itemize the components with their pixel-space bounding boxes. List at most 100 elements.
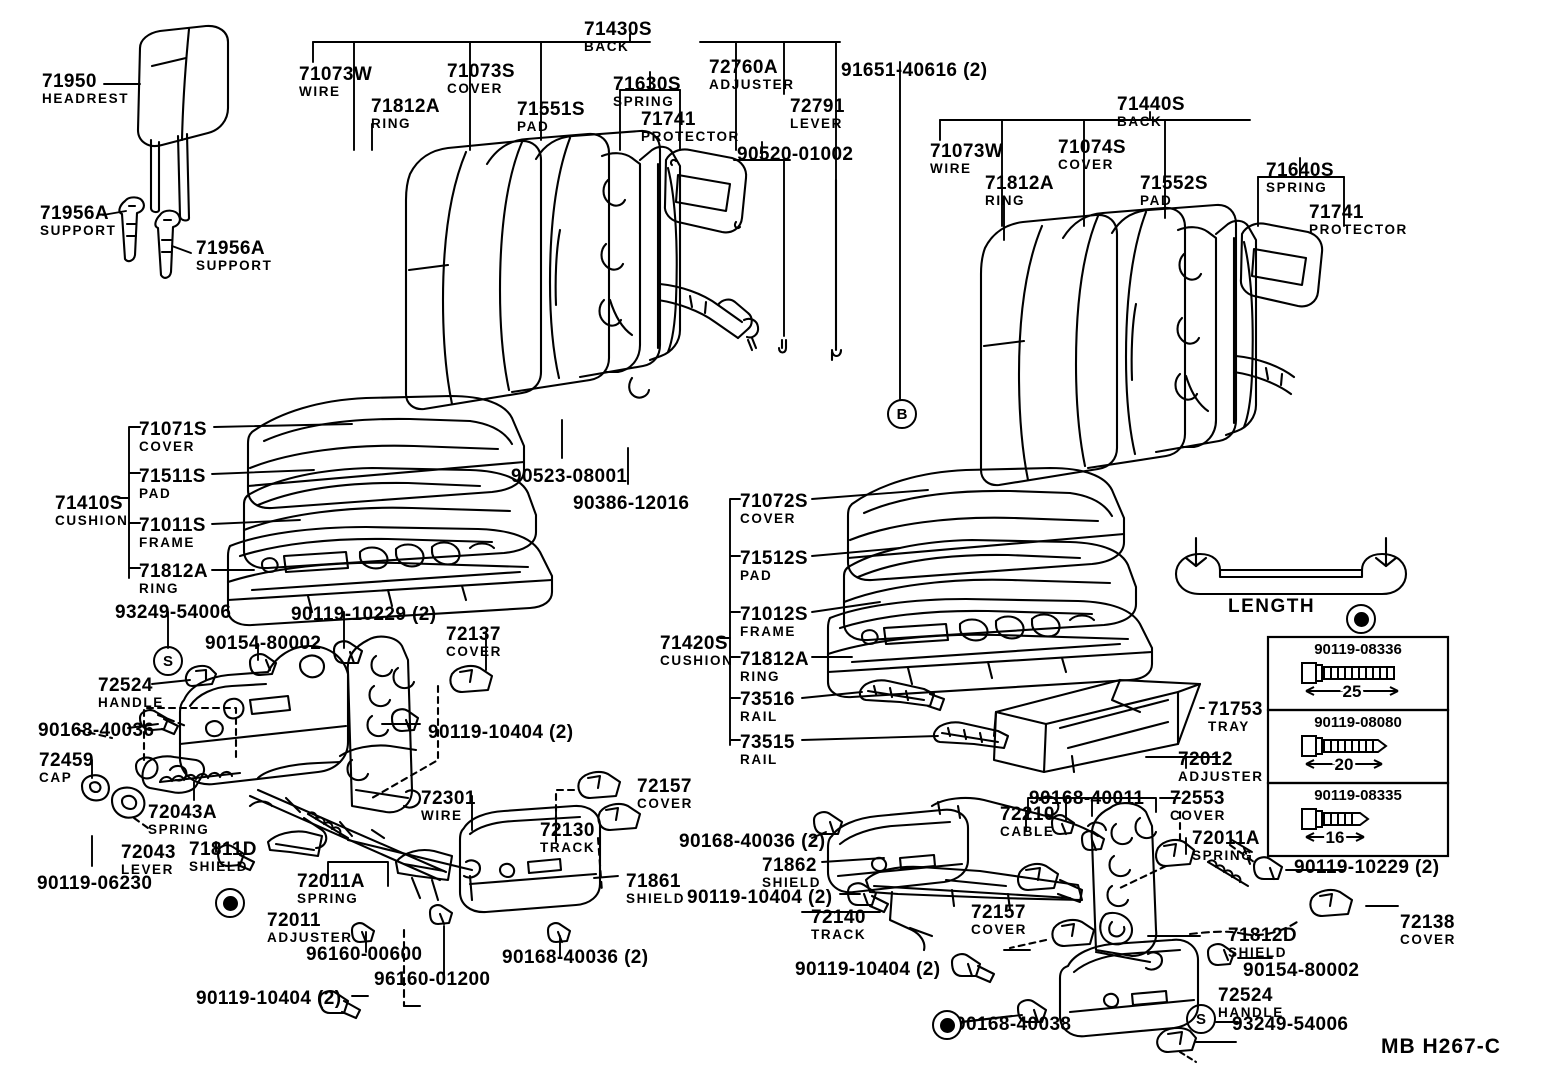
part-description: RAIL	[740, 752, 778, 767]
part-number: 72210	[1000, 804, 1055, 825]
part-number: 93249-54006	[115, 602, 232, 623]
part-number: 90119-10404 (2)	[428, 722, 574, 743]
bolt-length-dim: 20	[1335, 755, 1354, 774]
part-label: 90119-10229 (2)	[1294, 858, 1439, 877]
part-number: 90154-80002	[205, 633, 322, 654]
part-number: 71812A	[985, 173, 1054, 194]
headrest-support-illustration	[118, 196, 181, 279]
bolt-length-bg: 25	[1343, 682, 1362, 701]
bolt-icon	[1301, 662, 1395, 684]
part-number: 90168-40011	[1029, 788, 1145, 809]
part-number: 71410S	[55, 493, 123, 514]
part-label: 90386-12016	[573, 494, 689, 513]
part-description: HEADREST	[42, 91, 130, 106]
part-label: 90119-10404 (2)	[687, 888, 832, 907]
part-description: LEVER	[790, 116, 844, 131]
reference-marker-glyph: •	[222, 895, 238, 911]
part-description: HANDLE	[1218, 1005, 1284, 1020]
part-number: 71640S	[1266, 160, 1334, 181]
part-number: 71073W	[930, 141, 1004, 162]
part-description: PAD	[139, 486, 172, 501]
part-description: CAP	[39, 770, 73, 785]
part-description: RING	[985, 193, 1026, 208]
part-label: 90168-40038	[955, 1015, 1071, 1034]
part-number: 71071S	[139, 419, 207, 440]
part-number: 71073S	[447, 61, 515, 82]
bolt-part-number: 90119-08336	[1314, 641, 1402, 658]
part-label: 90523-08001	[511, 467, 627, 486]
part-description: SUPPORT	[40, 223, 117, 238]
part-number: 96160-01200	[374, 969, 491, 990]
bolt-length-bg: 20	[1335, 755, 1354, 774]
part-description: ADJUSTER	[709, 77, 795, 92]
part-label: 90154-80002	[1243, 961, 1359, 980]
part-description: LEVER	[121, 862, 175, 877]
part-description: CABLE	[1000, 824, 1055, 839]
part-number: 71012S	[740, 604, 808, 625]
seat-cushion-right-illustration	[826, 466, 1154, 699]
part-number: 71552S	[1140, 173, 1208, 194]
part-description: CUSHION	[55, 513, 129, 528]
part-number: 71861	[626, 871, 681, 892]
length-label: LENGTH	[1228, 596, 1316, 617]
part-number: 90119-10229 (2)	[291, 604, 437, 625]
part-description: RAIL	[740, 709, 778, 724]
part-description: BACK	[584, 39, 630, 54]
part-description: SUPPORT	[196, 258, 273, 273]
part-number: 90386-12016	[573, 493, 690, 514]
part-description: TRACK	[540, 840, 596, 855]
part-description: PAD	[517, 119, 550, 134]
part-label: 90119-10404 (2)	[428, 723, 573, 742]
part-label: 90119-10404 (2)	[795, 960, 940, 979]
part-label: 90520-01002	[737, 145, 853, 164]
part-number: 71812A	[371, 96, 440, 117]
part-description: ADJUSTER	[267, 930, 353, 945]
part-number: 71420S	[660, 633, 728, 654]
part-label: 96160-00600	[306, 945, 422, 964]
part-number: 71551S	[517, 99, 585, 120]
part-description: COVER	[447, 81, 504, 96]
reference-marker: •	[932, 1010, 962, 1040]
part-description: COVER	[1170, 808, 1227, 823]
part-number: 71950	[42, 71, 97, 92]
part-number: 72011A	[1192, 828, 1260, 849]
part-number: 90119-10404 (2)	[196, 988, 342, 1009]
part-number: 73515	[740, 732, 795, 753]
headrest-illustration	[136, 24, 230, 222]
part-number: 72524	[1218, 985, 1273, 1006]
part-number: 72011	[267, 910, 321, 931]
part-number: 71511S	[139, 466, 206, 487]
part-number: 90119-10229 (2)	[1294, 857, 1440, 878]
part-number: 71074S	[1058, 137, 1126, 158]
part-number: 71956A	[196, 238, 265, 259]
part-description: PAD	[740, 568, 773, 583]
reference-marker: S	[1186, 1004, 1216, 1034]
part-label: 96160-01200	[374, 970, 490, 989]
part-number: 71811D	[189, 839, 257, 860]
part-label: 90168-40036	[38, 721, 154, 740]
bolt-part-number: 90119-08335	[1314, 787, 1402, 804]
